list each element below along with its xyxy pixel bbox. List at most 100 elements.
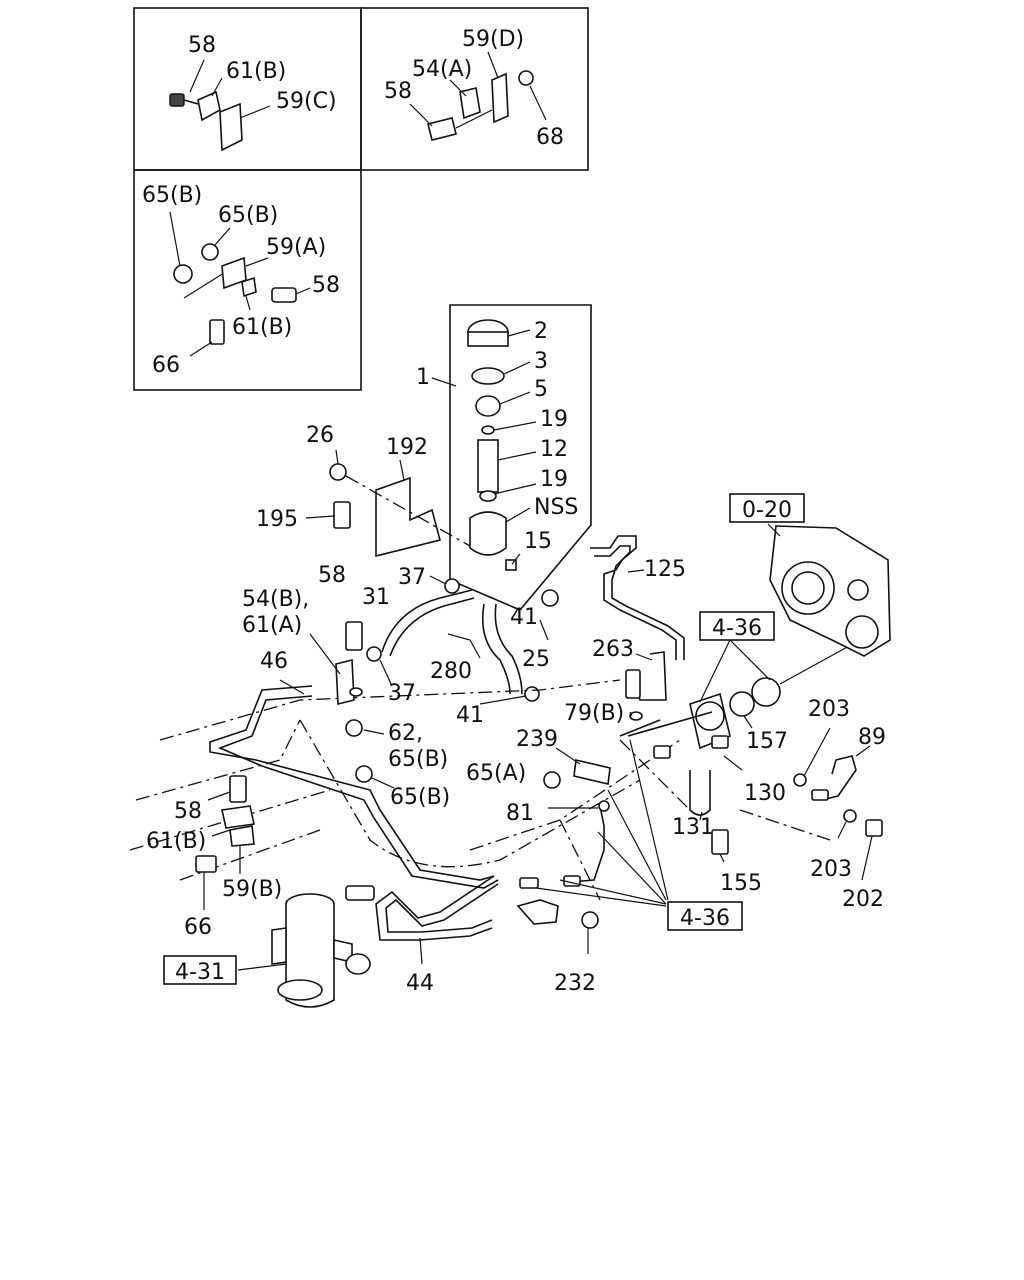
inset1-parts [169, 59, 271, 152]
inset-frame-2 [360, 7, 589, 171]
cap-body [467, 331, 509, 347]
reservoir-body [469, 511, 507, 556]
label-25: 25 [522, 647, 550, 672]
bolt-icon [711, 829, 729, 855]
plate-icon [219, 102, 243, 152]
chassis-outline [129, 679, 831, 901]
label-155: 155 [720, 871, 762, 896]
label-131: 131 [672, 815, 714, 840]
bracket-239 [573, 759, 611, 785]
pipe-44 [375, 875, 495, 941]
label-239: 239 [516, 727, 558, 752]
washer-icon [843, 809, 857, 823]
nut-icon [173, 264, 193, 284]
reference-boxes: 0-20 4-36 4-36 4-31 [163, 493, 805, 985]
label-31: 31 [362, 585, 390, 610]
label-65b: 65(B) [218, 203, 278, 228]
pipe-46 [209, 685, 495, 881]
ref-0-20: 0-20 [742, 498, 792, 523]
nut-icon [581, 911, 599, 929]
bolt-icon [169, 93, 185, 107]
label-58: 58 [384, 79, 412, 104]
clamp-icon [197, 90, 221, 122]
label-280: 280 [430, 659, 472, 684]
label-46: 46 [260, 649, 288, 674]
housing [767, 523, 891, 881]
filter-nut-icon [475, 395, 501, 417]
bracket-192 [305, 449, 471, 558]
bracket-icon [491, 72, 509, 124]
clamp-icon [366, 646, 382, 662]
fitting-icon [345, 885, 375, 901]
label-195: 195 [256, 507, 298, 532]
label-58: 58 [188, 33, 216, 58]
label-59d: 59(D) [462, 27, 524, 52]
label-65b: 65(B) [142, 183, 202, 208]
label-41: 41 [510, 605, 538, 630]
pipe-81 [569, 805, 605, 883]
ref-4-31: 4-31 [175, 960, 225, 985]
bracket-icon [375, 476, 441, 558]
hoses [366, 575, 540, 705]
oring-icon [479, 490, 497, 502]
label-59b: 59(B) [222, 877, 282, 902]
pump-assembly [516, 535, 861, 954]
label-58: 58 [174, 799, 202, 824]
inset-panels [133, 7, 589, 391]
clamps-center [195, 621, 395, 910]
label-58: 58 [318, 563, 346, 588]
nut-icon [543, 771, 561, 789]
bolt-icon [345, 621, 363, 651]
nut-icon [345, 719, 363, 737]
steering-gear [237, 893, 371, 1008]
clamp-icon [524, 686, 540, 702]
inset-frame-3 [133, 169, 362, 391]
bolt-icon [209, 319, 225, 345]
nut-icon [355, 765, 373, 783]
bracket-icon [229, 825, 255, 847]
label-62: 62, [388, 721, 423, 746]
clamp-icon [241, 276, 257, 298]
label-1: 1 [416, 365, 430, 390]
oring-icon [481, 425, 495, 435]
label-61b: 61(B) [226, 59, 286, 84]
bolt-icon [229, 775, 247, 803]
label-130: 130 [744, 781, 786, 806]
label-44: 44 [406, 971, 434, 996]
label-37: 37 [388, 681, 416, 706]
nut-icon [329, 463, 347, 481]
label-3: 3 [534, 349, 548, 374]
label-19: 19 [540, 467, 568, 492]
label-61b: 61(B) [146, 829, 206, 854]
reservoir-frame [449, 304, 592, 611]
label-192: 192 [386, 435, 428, 460]
hose-31 [381, 589, 473, 653]
clamp-icon [221, 805, 255, 829]
washer-icon [793, 773, 807, 787]
label-15: 15 [524, 529, 552, 554]
label-54b: 54(B), [242, 587, 309, 612]
ref-box-4-36-a [699, 611, 775, 641]
filter-tube [477, 439, 499, 493]
label-59a: 59(A) [266, 235, 326, 260]
bolt-icon [333, 501, 351, 529]
label-19: 19 [540, 407, 568, 432]
ref-4-36-b: 4-36 [680, 906, 730, 931]
inset2-parts [409, 51, 547, 141]
callout-labels: 58 61(B) 59(C) 59(D) 54(A) 58 68 65(B) 6… [142, 27, 886, 996]
label-203: 203 [810, 857, 852, 882]
bolt-icon [195, 855, 217, 873]
label-54a: 54(A) [412, 57, 472, 82]
clamp-icon [444, 578, 460, 594]
label-232: 232 [554, 971, 596, 996]
clamp-icon [335, 658, 355, 706]
label-81: 81 [506, 801, 534, 826]
label-26: 26 [306, 423, 334, 448]
bolt-icon [271, 287, 297, 303]
ref-box-0-20 [729, 493, 805, 523]
label-12: 12 [540, 437, 568, 462]
bracket-232 [516, 899, 559, 925]
oring-icon [729, 691, 755, 717]
nut-icon [201, 243, 219, 261]
